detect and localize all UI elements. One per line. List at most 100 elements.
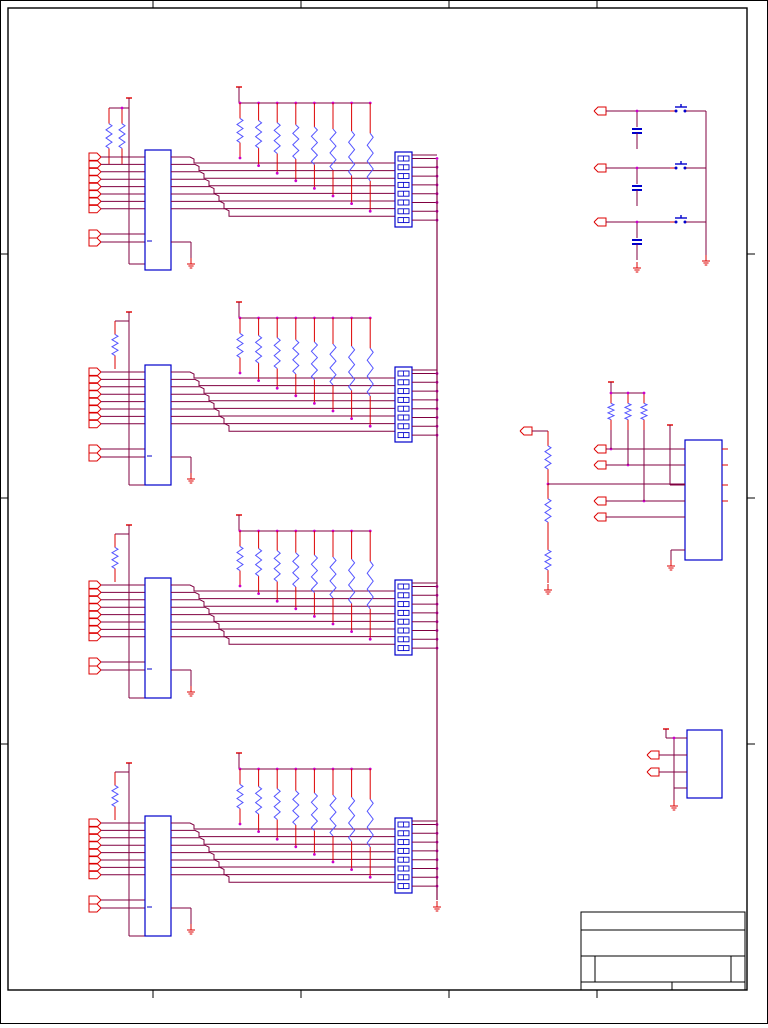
ground-icon (667, 560, 675, 571)
ground-icon (633, 262, 641, 273)
resistor-body (292, 339, 300, 375)
resistor-icon (118, 108, 126, 164)
resistor-icon (111, 321, 119, 369)
output-net (171, 186, 395, 194)
channel-block (88, 752, 439, 937)
junction-dot (635, 166, 639, 170)
junction-dot (313, 853, 316, 856)
offpage-connector-icon (88, 855, 102, 865)
offpage-connector-icon (88, 444, 102, 454)
offpage-connector-icon (88, 389, 102, 399)
capacitor-icon (632, 239, 642, 245)
resistor-body (347, 558, 356, 604)
resistor-icon (254, 318, 263, 381)
offpage-connector-icon (88, 411, 102, 421)
resistor-body (310, 126, 319, 165)
offpage-connector-icon (593, 444, 607, 454)
output-net (171, 178, 395, 187)
output-net (171, 584, 395, 592)
junction-dot (635, 220, 639, 224)
output-net (171, 859, 395, 868)
resistor-body (111, 547, 119, 569)
output-net (171, 408, 395, 417)
resistor-body (329, 794, 337, 837)
switch-contact (674, 220, 678, 224)
resistor-body (254, 120, 263, 149)
resistor-body (543, 549, 553, 571)
ground-icon (187, 686, 195, 697)
offpage-connector-icon (593, 106, 607, 116)
junction-dot (294, 845, 298, 849)
junction-dot (626, 391, 630, 395)
resistor-icon (292, 531, 300, 609)
resistor-icon (111, 772, 119, 820)
resistor-icon (273, 318, 281, 389)
offpage-connector-icon (88, 580, 102, 590)
junction-dot (350, 202, 353, 206)
offpage-connector-icon (88, 174, 102, 184)
junction-dot (368, 209, 372, 213)
offpage-connector-icon (88, 452, 102, 462)
junction-dot (238, 822, 242, 826)
resistor-icon (236, 103, 244, 158)
junction-dot (368, 424, 372, 428)
junction-dot (609, 391, 613, 395)
channel-block (88, 86, 439, 271)
output-net (171, 621, 395, 630)
resistor-icon (347, 318, 356, 419)
resistor-body (347, 130, 356, 176)
offpage-connector-icon (88, 903, 102, 913)
offpage-connector-icon (88, 159, 102, 169)
output-net (171, 386, 395, 394)
output-net (171, 874, 395, 883)
offpage-connector-icon (593, 496, 607, 506)
resistor-body (347, 796, 356, 842)
resistor-icon (310, 769, 319, 855)
ground-icon (544, 584, 552, 595)
button-row (593, 161, 706, 206)
offpage-connector-icon (88, 182, 102, 192)
output-net (171, 193, 395, 202)
switch-contact (683, 109, 687, 113)
output-net (171, 837, 395, 845)
output-net (171, 378, 395, 387)
resistor-icon (366, 531, 374, 640)
offpage-connector-icon (593, 460, 607, 470)
ground-icon (433, 901, 441, 912)
output-net (171, 393, 395, 402)
inner-border (7, 7, 748, 991)
output-net (171, 415, 395, 425)
output-net (171, 599, 395, 607)
offpage-connector-icon (88, 196, 102, 206)
resistor-body (105, 123, 113, 149)
resistor-body (273, 788, 281, 820)
ground-icon (187, 258, 195, 269)
resistor-icon (366, 769, 374, 878)
resistor-body (366, 132, 374, 182)
resistor-icon (623, 393, 633, 430)
resistor-body (606, 402, 616, 421)
offpage-connector-icon (88, 167, 102, 177)
offpage-connector-icon (88, 602, 102, 612)
junction-dot (238, 156, 242, 160)
divider-section (519, 381, 728, 595)
dip-switch-body (394, 151, 413, 228)
resistor-icon (273, 769, 281, 840)
resistor-icon (366, 103, 374, 212)
offpage-connector-icon (646, 767, 660, 777)
output-net (171, 208, 395, 217)
output-net (171, 606, 395, 615)
resistor-body (254, 786, 263, 815)
resistor-icon (236, 318, 244, 373)
ground-icon (187, 924, 195, 935)
resistor-icon (544, 431, 552, 484)
channel-block (88, 514, 439, 699)
small-ic-section (646, 728, 723, 811)
offpage-connector-icon (88, 610, 102, 620)
resistor-icon (329, 531, 337, 624)
ic-body (144, 364, 172, 486)
channel-block (88, 301, 439, 486)
capacitor-icon (632, 185, 642, 191)
